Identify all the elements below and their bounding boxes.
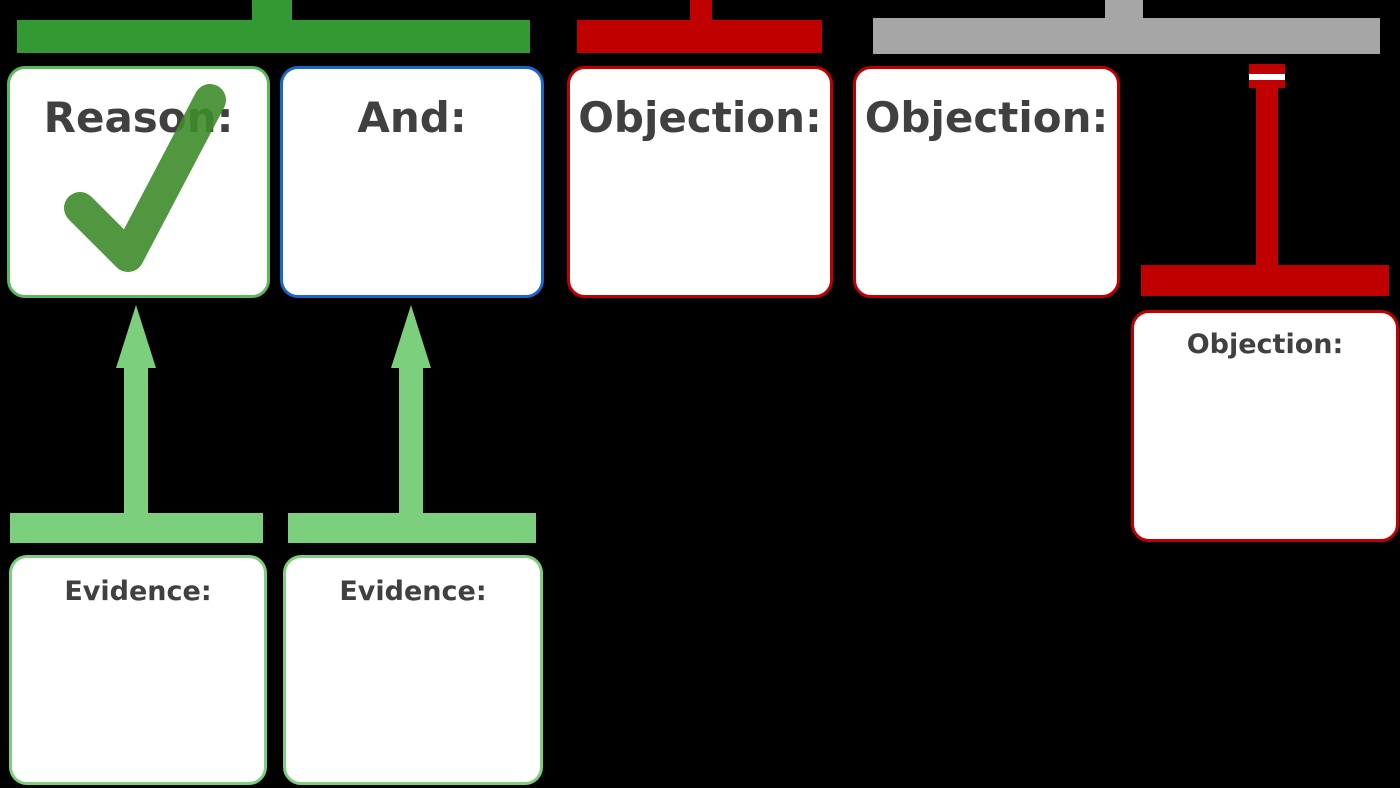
sub-objection-cap-base	[1249, 80, 1285, 88]
evidence-bar	[10, 513, 263, 543]
objection-label: Objection:	[864, 93, 1109, 142]
objection-group-stem	[690, 0, 712, 22]
check-mark-icon	[64, 84, 226, 272]
sub-objection-bar	[1141, 265, 1389, 296]
objection-box: Objection:	[853, 66, 1120, 298]
reason-group-stem	[252, 0, 292, 22]
sub-objection-label: Objection:	[1186, 329, 1344, 360]
objection-group-bar	[577, 20, 822, 53]
reason-box: Reason:	[7, 66, 270, 298]
evidence-box: Evidence:	[283, 555, 543, 785]
reason-group-bar	[17, 20, 530, 53]
neutral-group-bar	[873, 18, 1380, 54]
neutral-group-stem	[1105, 0, 1143, 20]
sub-objection-stem	[1256, 86, 1278, 268]
evidence-label: Evidence:	[64, 576, 212, 607]
and-box: And:	[280, 66, 544, 298]
sub-objection-box: Objection:	[1131, 310, 1399, 542]
objection-box: Objection:	[567, 66, 833, 298]
evidence-bar	[288, 513, 536, 543]
sub-objection-cap-gap	[1249, 74, 1285, 80]
objection-label: Objection:	[578, 93, 822, 142]
and-label: And:	[357, 93, 467, 142]
evidence-box: Evidence:	[9, 555, 267, 785]
sub-objection-cap	[1249, 64, 1285, 74]
evidence-label: Evidence:	[339, 576, 487, 607]
